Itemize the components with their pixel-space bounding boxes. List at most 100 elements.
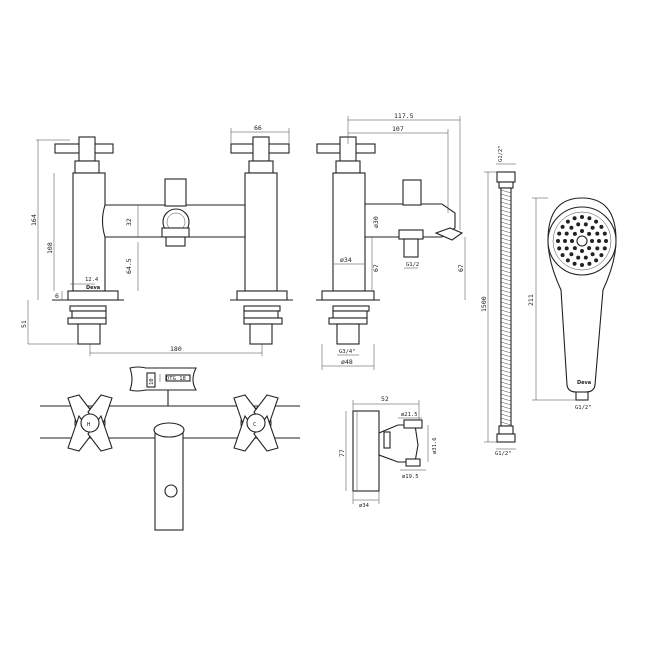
hose-rib <box>500 245 512 250</box>
hose-rib <box>500 205 512 210</box>
hose-rib <box>500 345 512 350</box>
nozzle-dot <box>557 246 562 251</box>
nozzle-dot <box>560 253 565 258</box>
nozzle-dot <box>572 261 577 266</box>
hose-rib <box>500 341 512 346</box>
nozzle-dot <box>570 239 574 243</box>
dim-117-5: 117.5 <box>394 112 414 120</box>
wall-bracket <box>345 400 429 504</box>
hose-rib <box>500 229 512 234</box>
hose-rib <box>500 201 512 206</box>
hose-rib <box>500 389 512 394</box>
hose-rib <box>500 397 512 402</box>
hose-rib <box>500 217 512 222</box>
side-dimensions <box>321 116 466 370</box>
nozzle-dot <box>572 216 577 221</box>
bracket-dim-dia21-5: ø21.5 <box>401 412 418 418</box>
diverter-knob <box>164 178 187 207</box>
nozzle-dot <box>602 246 607 251</box>
hose-rib <box>500 377 512 382</box>
hose-rib <box>500 285 512 290</box>
plan-spout <box>154 429 184 531</box>
dim-dia48: ø48 <box>341 358 353 366</box>
spout <box>161 208 190 247</box>
hose-rib <box>500 381 512 386</box>
nozzle-dot <box>599 224 604 229</box>
nozzle-dot <box>590 225 595 230</box>
nozzle-dot <box>599 253 604 258</box>
dim-body-dia: 32 <box>125 218 133 226</box>
nozzle-dot <box>576 222 581 227</box>
hose-rib <box>500 421 512 426</box>
hose-rib <box>500 225 512 230</box>
nozzle-dot <box>587 261 592 266</box>
label-dtg: DTG 18 <box>166 376 186 382</box>
nozzle-dot <box>587 231 592 236</box>
plan-cold-handle <box>233 394 279 452</box>
nozzle-dot <box>590 239 594 243</box>
hose-rib <box>500 325 512 330</box>
dim-height-108: 108 <box>46 242 54 254</box>
nozzle-dot <box>569 225 574 230</box>
hose-rib <box>500 309 512 314</box>
hose-rib <box>500 257 512 262</box>
plan-hot-handle <box>67 394 113 452</box>
hose-rib <box>500 333 512 338</box>
dim-dia30: ø30 <box>372 216 380 228</box>
nozzle-dot <box>556 239 560 243</box>
hose-rib <box>500 305 512 310</box>
hose-rib <box>500 237 512 242</box>
hand-shower <box>532 197 617 401</box>
nozzle-dot <box>564 231 569 236</box>
bracket-dim-77: 77 <box>338 449 346 457</box>
hose-rib <box>500 405 512 410</box>
hose-rib <box>500 317 512 322</box>
nozzle-dot <box>565 258 570 263</box>
dim-6: 6 <box>55 292 59 300</box>
outlet-thread: G1/2 <box>406 262 419 268</box>
hose-rib <box>500 349 512 354</box>
nozzle-dot <box>580 249 584 253</box>
nozzle-dot <box>569 252 574 257</box>
hose-rib <box>500 193 512 198</box>
dim-handle-width: 66 <box>254 124 262 132</box>
hose-rib <box>500 361 512 366</box>
nozzle-dot <box>580 229 584 233</box>
bracket-dim-dia34: ø34 <box>359 503 370 509</box>
nozzle-dot <box>572 246 577 251</box>
hose-rib <box>500 281 512 286</box>
hose-rib <box>500 357 512 362</box>
right-column <box>244 172 278 292</box>
nozzle-dot <box>580 263 584 267</box>
hose-rib <box>500 373 512 378</box>
hose-rib <box>500 409 512 414</box>
hose-rib <box>500 241 512 246</box>
nozzle-dot <box>576 255 581 260</box>
bracket-dim-dia19-5: ø19.5 <box>402 474 419 480</box>
hot-label: H <box>87 422 90 428</box>
hose-thread-bottom: G1/2" <box>495 451 512 457</box>
nozzle-dot <box>594 258 599 263</box>
hose-rib <box>500 365 512 370</box>
nozzle-dot <box>587 246 592 251</box>
dim-107: 107 <box>392 125 404 133</box>
hose-rib <box>500 385 512 390</box>
hose-rib <box>500 369 512 374</box>
hose-rib <box>500 393 512 398</box>
front-dimensions <box>27 128 290 356</box>
hose-thread-top: G1/2" <box>498 145 504 162</box>
cold-label: C <box>253 422 256 428</box>
shower-hose <box>484 163 516 450</box>
dim-67-left: 67 <box>372 264 380 272</box>
hose-rib <box>500 209 512 214</box>
front-brand: Deva <box>86 285 100 291</box>
nozzle-dot <box>590 252 595 257</box>
dim-dia34: ø34 <box>340 256 352 264</box>
left-column <box>72 172 106 292</box>
nozzle-dot <box>587 216 592 221</box>
nozzle-dot <box>602 231 607 236</box>
dim-spout-height: 64.5 <box>125 258 133 274</box>
hose-rib <box>500 321 512 326</box>
nozzle-dot <box>594 219 599 224</box>
